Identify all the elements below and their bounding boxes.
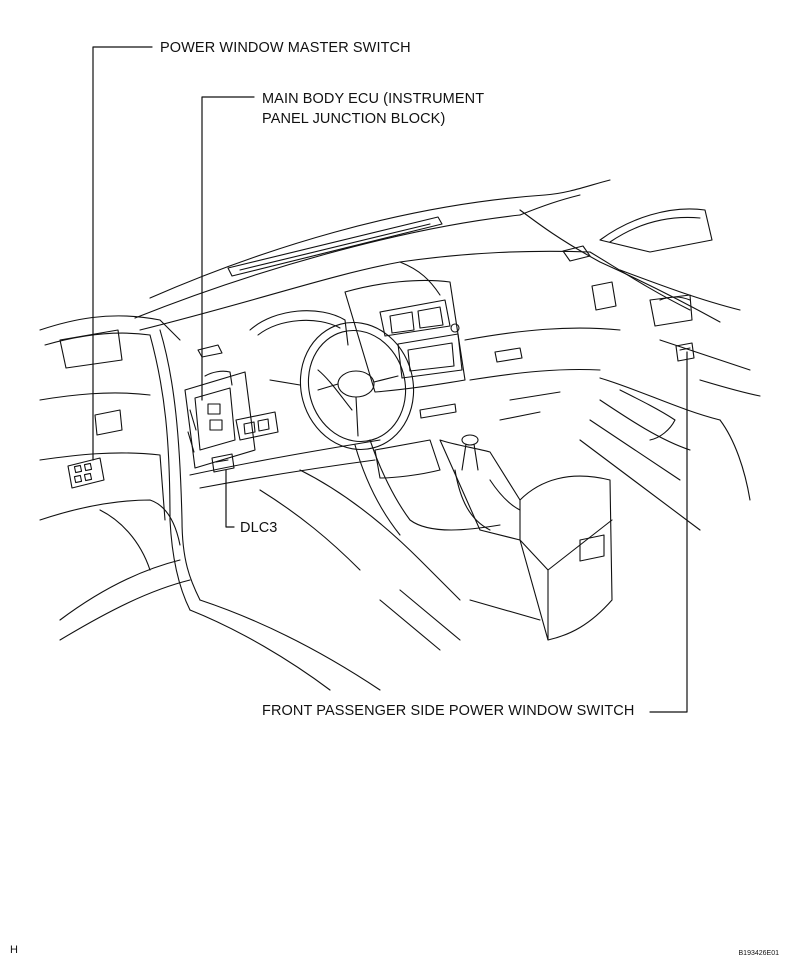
leader-passenger-switch [650, 352, 687, 712]
label-front-passenger-power-window-switch: FRONT PASSENGER SIDE POWER WINDOW SWITCH [262, 703, 635, 719]
instrument-cluster [250, 311, 348, 345]
label-main-body-ecu-line1: MAIN BODY ECU (INSTRUMENT [262, 91, 485, 107]
label-dlc3: DLC3 [240, 520, 278, 536]
leader-lines [93, 47, 687, 712]
footer-code: H [10, 944, 18, 956]
figure-id: B193426E01 [738, 950, 779, 957]
passenger-dash [465, 328, 620, 420]
center-stack [345, 280, 465, 478]
label-power-window-master-switch: POWER WINDOW MASTER SWITCH [160, 40, 411, 56]
left-front-door [40, 316, 200, 610]
main-body-ecu-area [185, 371, 380, 488]
label-main-body-ecu-line2: PANEL JUNCTION BLOCK) [262, 111, 446, 127]
leader-master-switch [93, 47, 152, 460]
windshield-outline [135, 180, 610, 318]
label-main-body-ecu: MAIN BODY ECU (INSTRUMENT PANEL JUNCTION… [262, 89, 484, 129]
steering-wheel [270, 310, 500, 535]
center-console [440, 435, 612, 640]
left-floor [60, 470, 540, 690]
right-front-door [580, 209, 760, 530]
leader-dlc3 [226, 470, 234, 527]
dashboard-top [140, 210, 720, 357]
leader-main-body-ecu [202, 97, 254, 400]
